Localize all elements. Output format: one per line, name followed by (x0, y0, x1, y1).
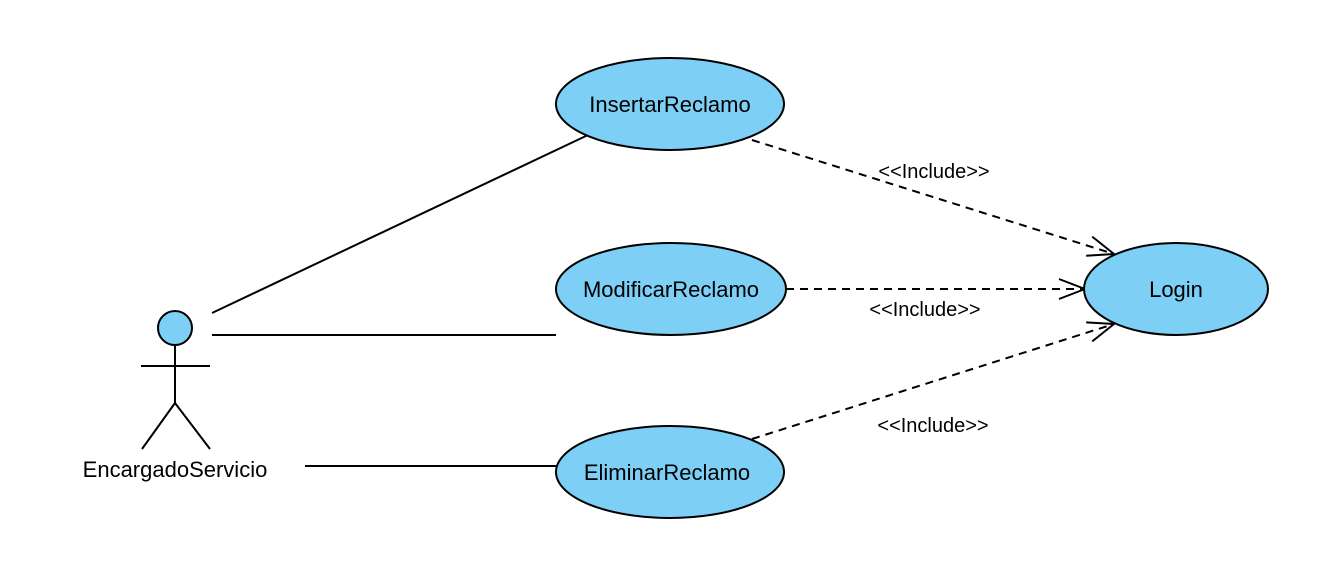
usecase-insertar-reclamo[interactable]: InsertarReclamo (555, 57, 785, 151)
usecase-login[interactable]: Login (1083, 242, 1269, 336)
usecase-login-label: Login (1149, 277, 1203, 302)
actor-name-label: EncargadoServicio (83, 457, 268, 482)
usecase-eliminar-ellipse (555, 425, 785, 519)
usecase-modificar-ellipse (555, 242, 787, 336)
usecase-modificar-reclamo[interactable]: ModificarReclamo (555, 242, 787, 336)
actor-left-leg (141, 402, 176, 450)
association-insertar (211, 134, 589, 314)
usecase-modificar-label: ModificarReclamo (583, 277, 759, 302)
include-label-insertar: <<Include>> (878, 161, 989, 183)
actor-encargado-servicio[interactable]: EncargadoServicio (83, 310, 268, 482)
include-arrow-eliminar (751, 324, 1114, 440)
usecase-eliminar-reclamo[interactable]: EliminarReclamo (555, 425, 785, 519)
actor-head (157, 310, 193, 346)
include-label-modificar: <<Include>> (869, 299, 980, 321)
usecase-insertar-label: InsertarReclamo (589, 92, 750, 117)
include-label-eliminar: <<Include>> (877, 415, 988, 437)
usecase-insertar-ellipse (555, 57, 785, 151)
include-arrow-insertar (751, 139, 1114, 254)
actor-right-leg (174, 402, 211, 450)
usecase-login-ellipse (1083, 242, 1269, 336)
usecase-eliminar-label: EliminarReclamo (584, 460, 750, 485)
